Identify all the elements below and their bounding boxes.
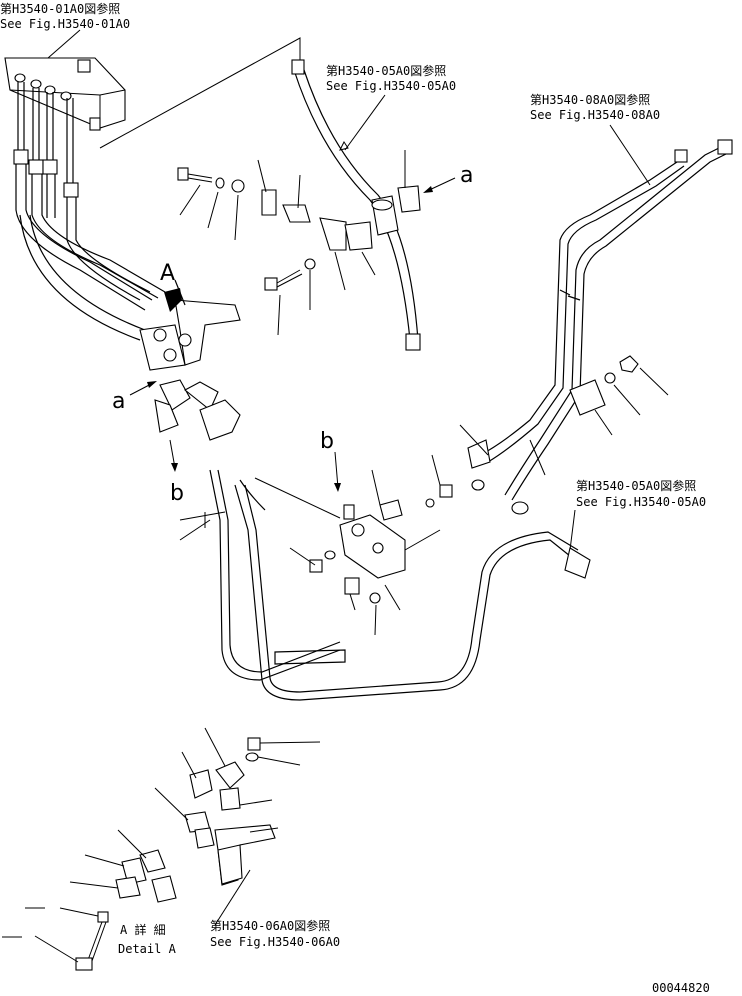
small-parts-upper (177, 167, 373, 291)
arrow-a-left (129, 381, 157, 396)
manifold-a (139, 279, 241, 441)
ref-06-en: See Fig.H3540-06A0 (210, 935, 340, 949)
marker-A: A (160, 261, 175, 286)
marker-b-upper: b (320, 429, 334, 454)
arrow-b-lower (169, 439, 178, 472)
arrow-a-right (423, 177, 456, 193)
ref-05a-en: See Fig.H3540-05A0 (326, 79, 456, 93)
ref-05a-jp: 第H3540-05A0図参照 (326, 63, 446, 78)
part-leaders-detail (2, 727, 321, 963)
detail-a-parts (75, 737, 276, 971)
detail-a-jp: A 詳 細 (120, 922, 166, 937)
connector-line (99, 37, 301, 149)
marker-b-lower: b (170, 481, 184, 506)
pipe-bracket-right (459, 355, 669, 476)
detail-a-en: Detail A (118, 942, 177, 956)
marker-a-left: a (112, 389, 125, 414)
ref-05b-jp: 第H3540-05A0図参照 (576, 478, 696, 493)
ref-01-jp: 第H3540-01A0図参照 (0, 1, 120, 16)
ref-06-jp: 第H3540-06A0図参照 (210, 918, 330, 933)
reference-leaders (39, 29, 651, 926)
valve-block-top (4, 57, 126, 131)
marker-a-right: a (460, 163, 473, 188)
ref-08-jp: 第H3540-08A0図参照 (530, 92, 650, 107)
part-leaders-upper (179, 150, 406, 336)
ref-05b-en: See Fig.H3540-05A0 (576, 495, 706, 509)
part-leaders-center (179, 454, 441, 636)
drawing-number: 00044820 (652, 981, 710, 995)
pipes-right (467, 139, 733, 515)
ref-01-en: See Fig.H3540-01A0 (0, 17, 130, 31)
hoses-left (13, 82, 166, 341)
ref-08-en: See Fig.H3540-08A0 (530, 108, 660, 122)
steel-lines (209, 469, 591, 701)
junction-block (239, 477, 453, 604)
hose-center (291, 59, 421, 351)
arrow-b-upper (334, 451, 341, 492)
